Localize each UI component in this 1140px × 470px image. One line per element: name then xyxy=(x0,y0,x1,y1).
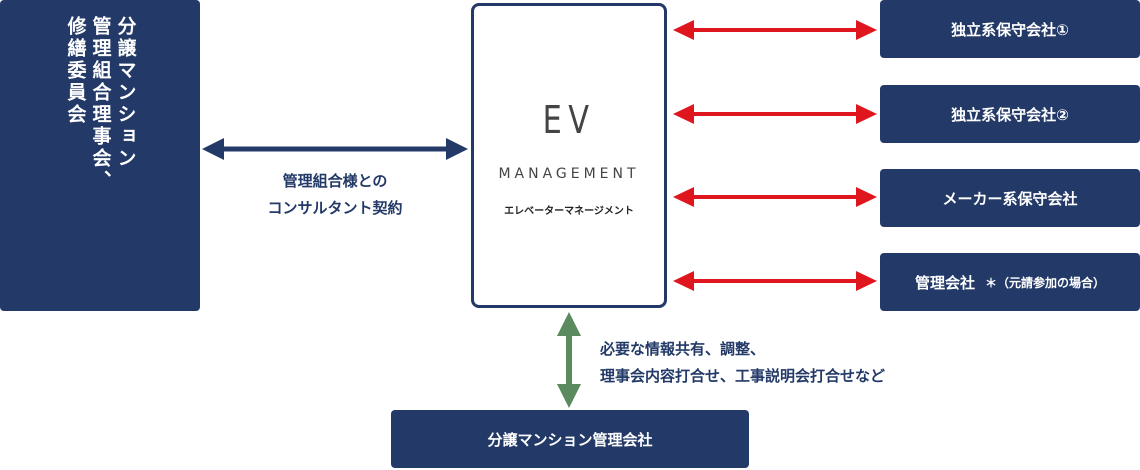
red-arrow-4 xyxy=(673,271,877,291)
contract-label-line1: 管理組合様との xyxy=(282,172,388,190)
red-arrow-2 xyxy=(673,104,877,124)
red-arrow-1 xyxy=(673,20,877,40)
coordination-label-line2: 理事会内容打合せ、工事説明会打合せなど xyxy=(600,367,886,385)
condo-management-company-label: 分譲マンション管理会社 xyxy=(487,430,653,449)
coordination-label-line1: 必要な情報共有、調整、 xyxy=(600,340,766,358)
management-company-label: 管理会社 xyxy=(914,273,975,292)
left-box-line1: 分譲マンション xyxy=(114,16,137,170)
maintenance-company-2-box: 独立系保守会社② xyxy=(880,85,1140,143)
contract-arrow xyxy=(202,138,468,160)
coordination-label: 必要な情報共有、調整、 理事会内容打合せ、工事説明会打合せなど xyxy=(600,336,885,390)
maintenance-company-1-box: 独立系保守会社① xyxy=(880,0,1140,58)
condo-management-company-box: 分譲マンション管理会社 xyxy=(391,410,749,468)
owners-association-box: 分譲マンション 管理組合理事会、 修繕委員会 xyxy=(0,0,200,311)
contract-label: 管理組合様との コンサルタント契約 xyxy=(250,168,420,222)
green-arrow xyxy=(557,312,581,408)
ev-kana-label: エレベーターマネージメント xyxy=(504,206,634,217)
contract-label-line2: コンサルタント契約 xyxy=(267,199,403,217)
ev-management-box: EV MANAGEMENT エレベーターマネージメント xyxy=(471,3,667,308)
ev-logo-subtitle: MANAGEMENT xyxy=(498,166,640,182)
management-company-note: ＊（元請参加の場合） xyxy=(985,275,1106,290)
ev-logo: EV xyxy=(542,98,596,142)
left-box-line3: 修繕委員会 xyxy=(64,16,87,126)
management-company-box: 管理会社 ＊（元請参加の場合） xyxy=(880,253,1140,311)
red-arrow-3 xyxy=(673,187,877,207)
maintenance-company-1-label: 独立系保守会社① xyxy=(951,20,1069,39)
left-box-line2: 管理組合理事会、 xyxy=(89,16,112,192)
maintenance-company-2-label: 独立系保守会社② xyxy=(951,105,1069,124)
maker-maintenance-box: メーカー系保守会社 xyxy=(880,169,1140,227)
maker-maintenance-label: メーカー系保守会社 xyxy=(942,189,1078,208)
